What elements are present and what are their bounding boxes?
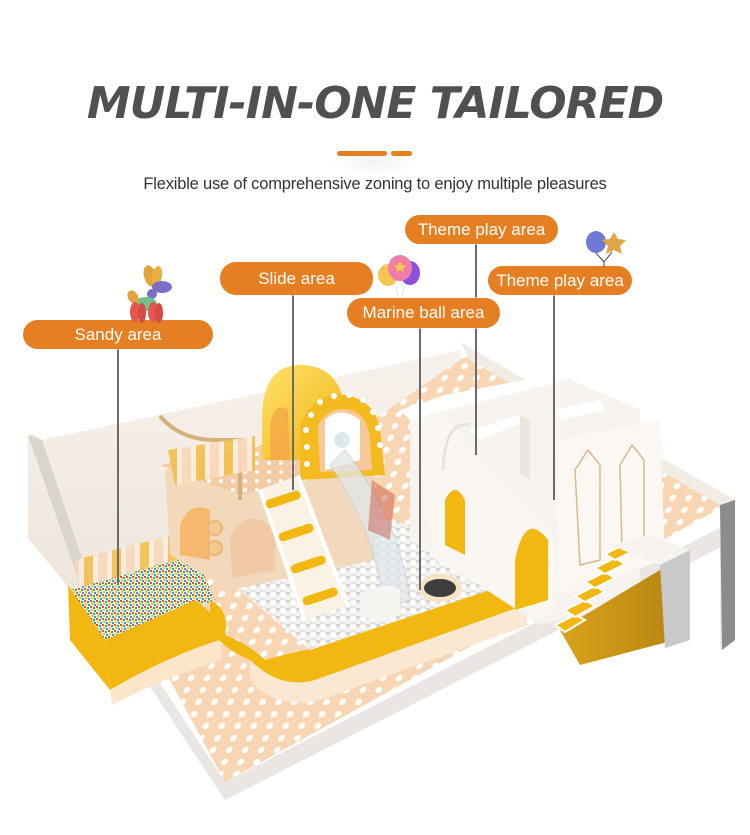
label-theme-play-area-2: Theme play area xyxy=(488,266,632,295)
page-title: MULTI-IN-ONE TAILORED xyxy=(86,78,664,129)
divider-long xyxy=(337,151,387,156)
label-sandy-area: Sandy area xyxy=(23,320,213,349)
label-theme-play-area-1: Theme play area xyxy=(405,215,558,244)
balloon-dog-icon xyxy=(127,265,172,323)
page-subtitle: Flexible use of comprehensive zoning to … xyxy=(143,175,607,193)
balloon-star-icon xyxy=(586,231,626,267)
label-marine-ball-area: Marine ball area xyxy=(347,298,500,328)
divider-short xyxy=(391,151,412,156)
label-slide-area: Slide area xyxy=(220,262,373,295)
balloon-bunch-icon xyxy=(378,255,420,298)
